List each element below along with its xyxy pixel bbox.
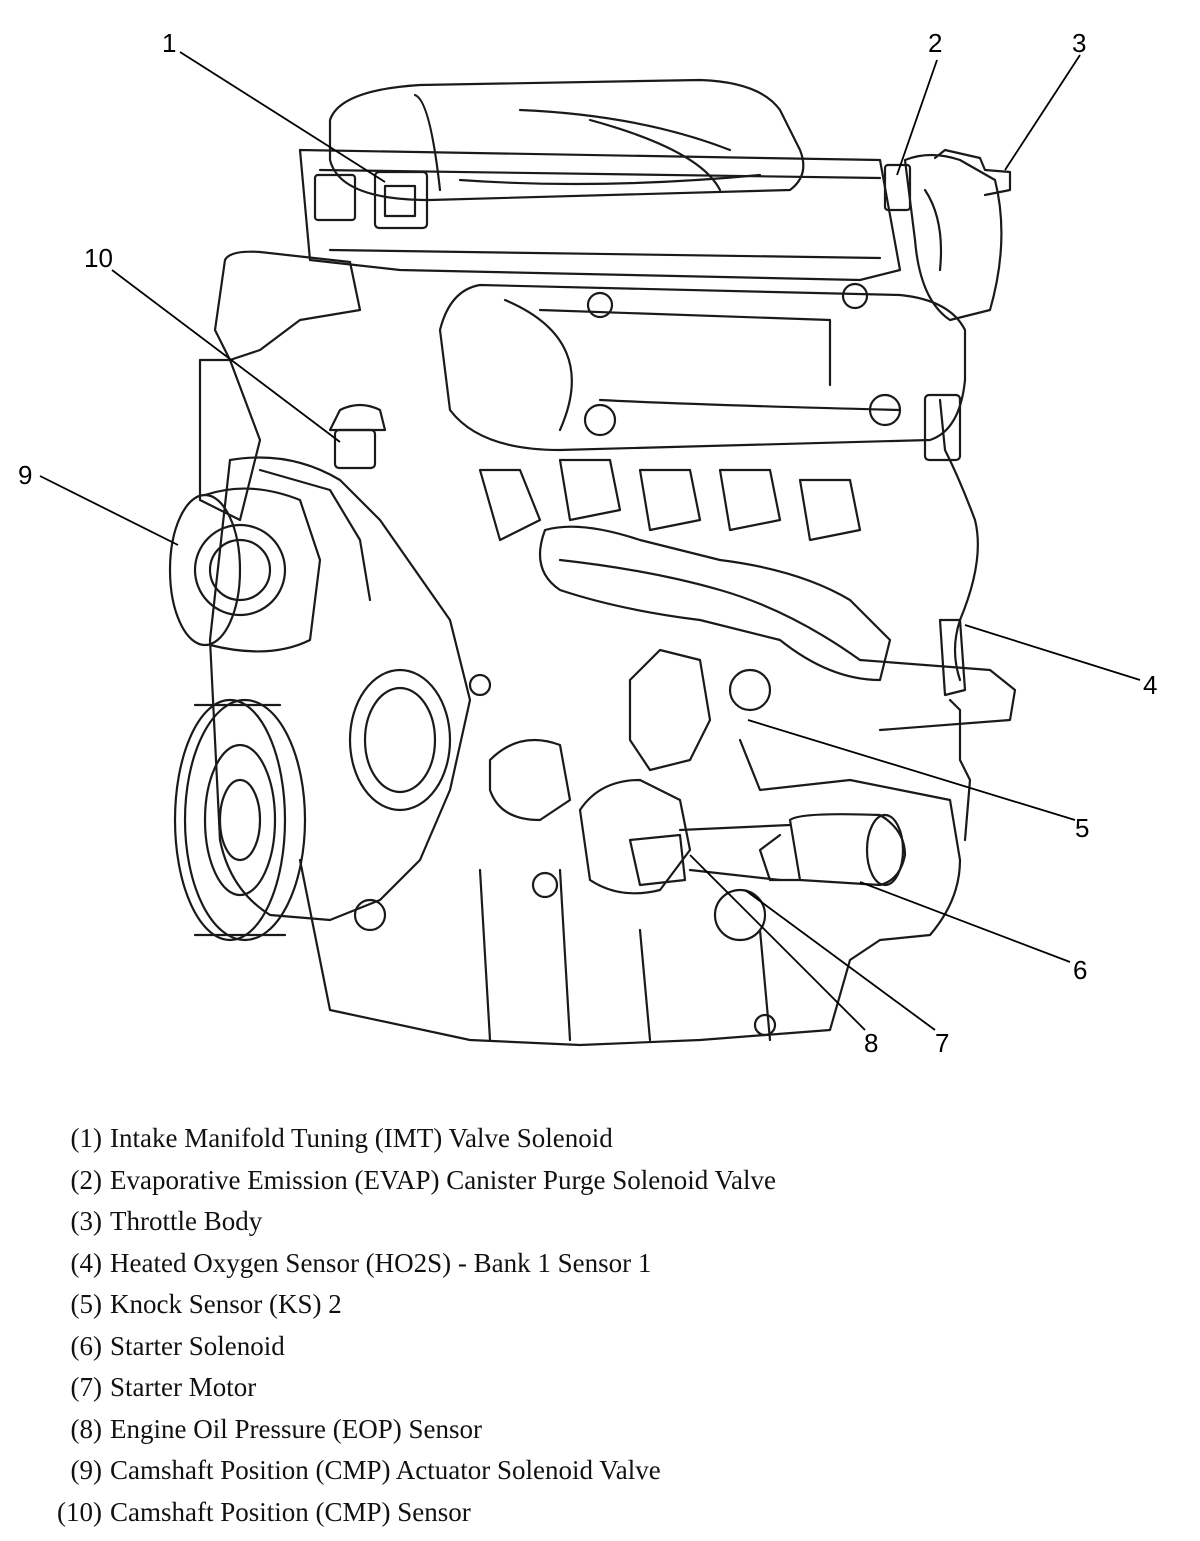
callout-6: 6	[1073, 955, 1088, 985]
legend-label: Evaporative Emission (EVAP) Canister Pur…	[110, 1164, 776, 1195]
callout-8: 8	[864, 1028, 879, 1058]
legend-label: Heated Oxygen Sensor (HO2S) - Bank 1 Sen…	[110, 1247, 652, 1278]
engine-diagram	[39, 51, 1141, 1047]
legend-item: (9) Camshaft Position (CMP) Actuator Sol…	[40, 1450, 1140, 1492]
callout-5: 5	[1075, 813, 1090, 843]
legend-number: (8)	[70, 1413, 102, 1444]
leader-line-3	[1004, 54, 1081, 171]
legend-number: (4)	[70, 1247, 102, 1278]
leader-line-1	[179, 51, 386, 183]
legend-label: Camshaft Position (CMP) Actuator Solenoi…	[110, 1455, 661, 1486]
legend-number: (1)	[70, 1123, 102, 1154]
leader-line-4	[964, 624, 1141, 681]
legend-label: Intake Manifold Tuning (IMT) Valve Solen…	[110, 1123, 613, 1154]
leader-line-8	[689, 854, 866, 1031]
callout-2: 2	[928, 28, 943, 58]
legend-label: Engine Oil Pressure (EOP) Sensor	[110, 1413, 482, 1444]
leader-line-7	[744, 889, 936, 1031]
legend-number: (3)	[70, 1206, 102, 1237]
legend-label: Throttle Body	[110, 1206, 263, 1237]
callout-10: 10	[84, 243, 113, 273]
legend-item: (10) Camshaft Position (CMP) Sensor	[40, 1492, 1140, 1534]
legend-item: (4) Heated Oxygen Sensor (HO2S) - Bank 1…	[40, 1243, 1140, 1285]
callout-4: 4	[1143, 670, 1158, 700]
callout-7: 7	[935, 1028, 950, 1058]
legend-number: (6)	[70, 1330, 102, 1361]
callout-1: 1	[162, 28, 177, 58]
leader-line-2	[896, 59, 938, 176]
callout-9: 9	[18, 460, 33, 490]
parts-legend: (1) Intake Manifold Tuning (IMT) Valve S…	[40, 1118, 1140, 1533]
legend-item: (2) Evaporative Emission (EVAP) Canister…	[40, 1160, 1140, 1202]
legend-item: (1) Intake Manifold Tuning (IMT) Valve S…	[40, 1118, 1140, 1160]
legend-label: Starter Motor	[110, 1372, 257, 1403]
engine-line-drawing-icon	[168, 78, 1017, 1047]
legend-number: (2)	[70, 1164, 102, 1195]
callout-3: 3	[1072, 28, 1087, 58]
legend-number: (10)	[57, 1496, 102, 1527]
legend-label: Camshaft Position (CMP) Sensor	[110, 1496, 471, 1527]
legend-item: (5) Knock Sensor (KS) 2	[40, 1284, 1140, 1326]
legend-item: (3) Throttle Body	[40, 1201, 1140, 1243]
leader-line-5	[747, 719, 1076, 821]
legend-number: (5)	[70, 1289, 102, 1320]
legend-label: Starter Solenoid	[110, 1330, 285, 1361]
legend-number: (7)	[70, 1372, 102, 1403]
leader-lines	[39, 51, 1141, 1031]
legend-item: (6) Starter Solenoid	[40, 1326, 1140, 1368]
leader-line-10	[111, 269, 341, 443]
leader-line-6	[859, 881, 1071, 963]
legend-item: (7) Starter Motor	[40, 1367, 1140, 1409]
legend-number: (9)	[70, 1455, 102, 1486]
legend-item: (8) Engine Oil Pressure (EOP) Sensor	[40, 1409, 1140, 1451]
leader-line-9	[39, 475, 179, 546]
legend-label: Knock Sensor (KS) 2	[110, 1289, 342, 1320]
